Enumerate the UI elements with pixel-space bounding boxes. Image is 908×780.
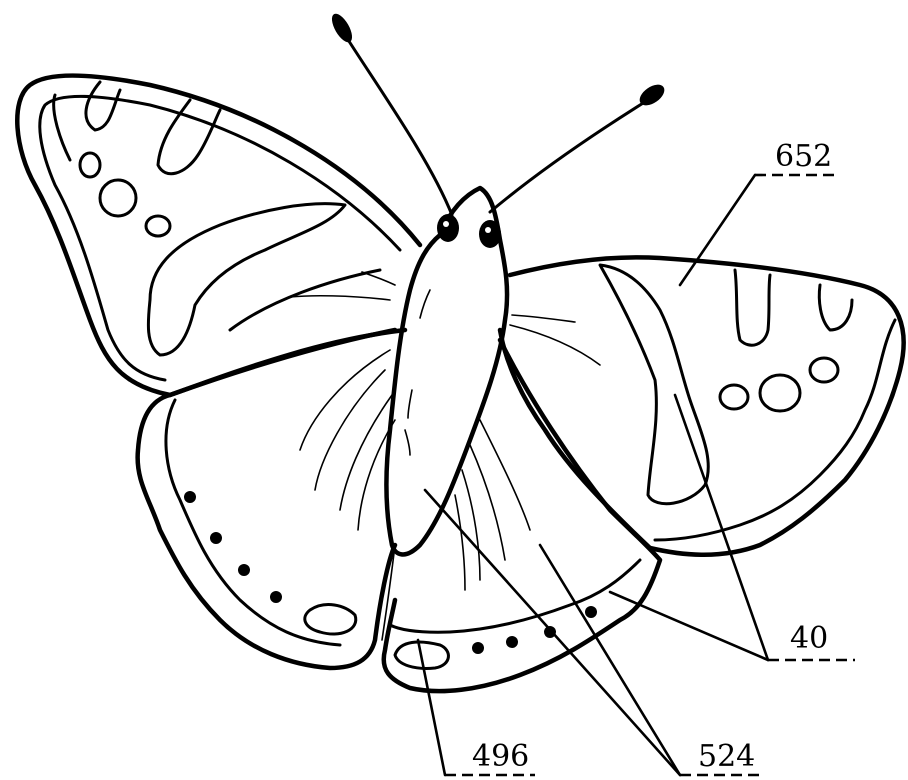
right-forewing — [500, 257, 904, 554]
reference-label-524: 524 — [698, 739, 755, 774]
butterfly-body — [382, 188, 507, 640]
left-forewing — [17, 76, 420, 395]
reference-label-496: 496 — [472, 739, 529, 774]
reference-label-40: 40 — [790, 621, 828, 656]
left-hindwing — [138, 272, 395, 668]
right-hindwing — [384, 315, 660, 691]
antennae — [328, 11, 668, 215]
reference-label-652: 652 — [775, 139, 832, 174]
